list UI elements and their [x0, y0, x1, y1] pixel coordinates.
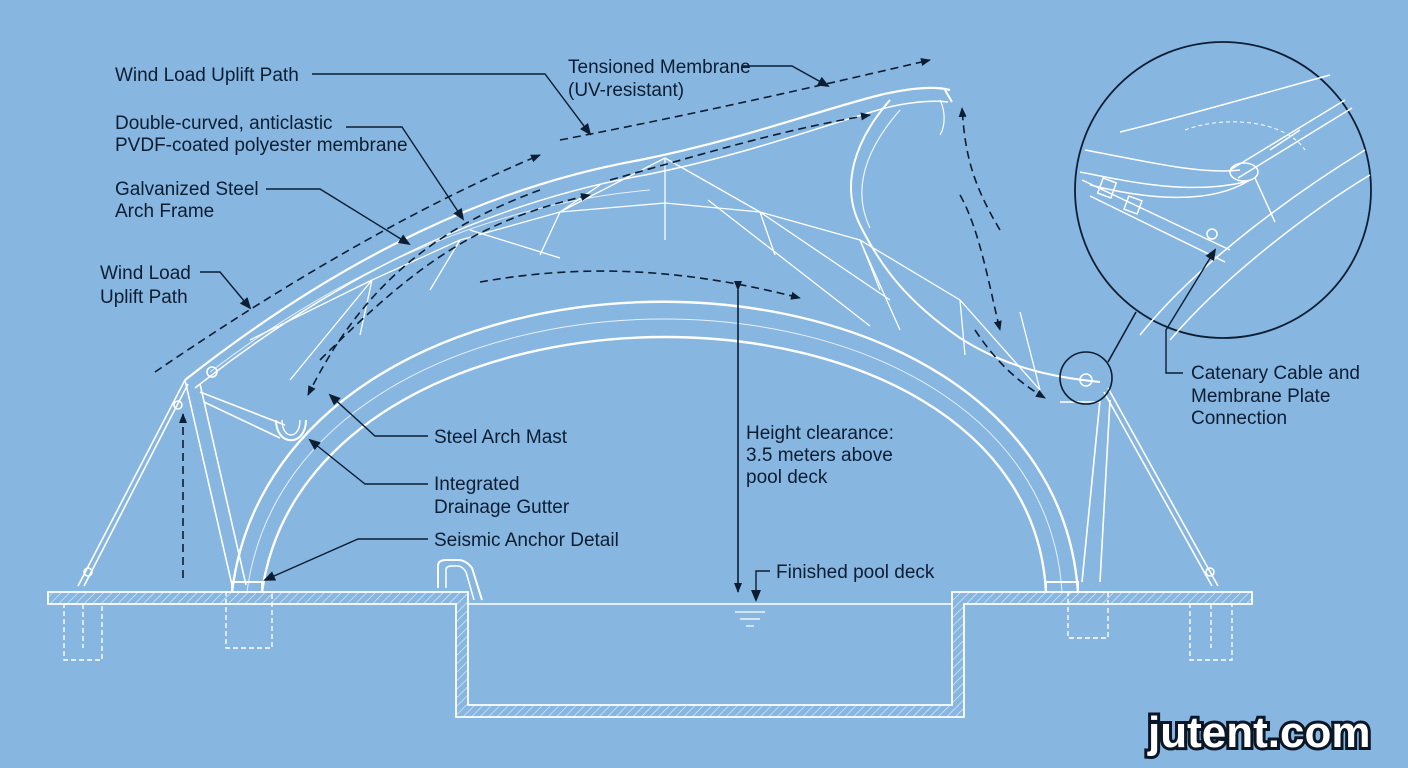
connection-detail-callout: [1059, 41, 1372, 405]
steel-arch-frame: [230, 300, 1080, 593]
label-wind-load-left-line1: Wind Load: [100, 263, 191, 284]
label-tensioned-membrane-line1: Tensioned Membrane: [568, 57, 751, 78]
label-wind-load-left-line2: Uplift Path: [100, 287, 188, 308]
label-finished-pool-deck: Finished pool deck: [776, 562, 935, 583]
label-catenary-line2: Membrane Plate: [1191, 386, 1330, 407]
label-frame-line2: Arch Frame: [115, 201, 214, 222]
label-seismic-anchor: Seismic Anchor Detail: [434, 530, 619, 551]
truss-members: [249, 157, 1041, 391]
label-height-line3: pool deck: [746, 467, 828, 488]
pool-deck-section: [47, 559, 1253, 718]
label-height-line2: 3.5 meters above: [746, 445, 893, 466]
right-end-support: [1060, 373, 1219, 587]
foundation-piers: [63, 591, 1233, 661]
label-gutter-line2: Drainage Gutter: [434, 497, 570, 518]
label-height-line1: Height clearance:: [746, 423, 894, 444]
label-frame-line1: Galvanized Steel: [115, 179, 259, 200]
connection-detail-enlarged: [1079, 74, 1371, 341]
label-gutter-line1: Integrated: [434, 474, 520, 495]
label-catenary-line3: Connection: [1191, 408, 1287, 429]
pool-ladder-rail: [437, 559, 483, 601]
label-membrane-type-line2: PVDF-coated polyester membrane: [115, 135, 408, 156]
watermark-text: jutent.com: [1147, 708, 1370, 757]
label-catenary-line1: Catenary Cable and: [1191, 363, 1360, 384]
leader-lines: [200, 65, 1217, 602]
label-wind-load-top: Wind Load Uplift Path: [115, 65, 299, 86]
tensioned-membrane: [184, 86, 1101, 389]
label-steel-arch-mast: Steel Arch Mast: [434, 427, 568, 448]
label-membrane-type-line1: Double-curved, anticlastic: [115, 113, 333, 134]
annotation-labels: Wind Load Uplift Path Double-curved, ant…: [100, 57, 1360, 583]
wind-load-paths: [154, 58, 1046, 578]
left-end-support: [77, 366, 307, 587]
label-tensioned-membrane-line2: (UV-resistant): [568, 80, 684, 101]
